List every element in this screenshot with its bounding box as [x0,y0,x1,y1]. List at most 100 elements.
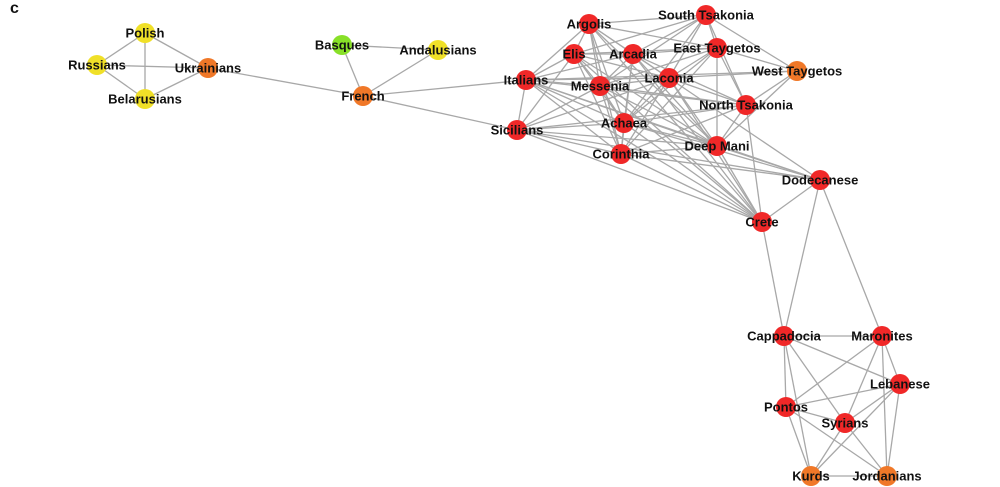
edge-west-taygetos-deep-mani [716,70,798,147]
node-label: Basques [315,38,369,53]
edge-sicilians-corinthia [516,129,622,155]
edge-dodecanese-maronites [819,179,883,337]
edge-cappadocia-pontos [783,335,787,408]
panel-label: c [10,0,19,17]
node-circle [623,44,643,64]
edge-south-tsakonia-west-taygetos [705,14,798,72]
edge-cappadocia-kurds [783,335,812,477]
node-label: Dodecanese [782,173,859,188]
edge-cappadocia-lebanese [783,335,901,385]
node-north-tsakonia: North Tsakonia [699,95,794,115]
node-label: Russians [68,58,126,73]
node-circle [135,89,155,109]
edge-italians-corinthia [525,79,622,155]
edge-south-tsakonia-arcadia [632,14,707,55]
node-circle [198,58,218,78]
node-label: Belarusians [108,92,182,107]
node-laconia: Laconia [644,68,694,88]
edge-south-tsakonia-elis [573,14,707,55]
node-label: Deep Mani [684,139,749,154]
node-kurds: Kurds [792,466,830,486]
edge-argolis-east-taygetos [588,23,718,49]
edge-sicilians-crete [516,129,763,223]
node-label: Arcadia [609,47,657,62]
node-circle [872,326,892,346]
edge-pontos-jordanians [785,406,888,477]
edge-argolis-crete [588,23,763,223]
edge-east-taygetos-west-taygetos [716,47,798,72]
node-circle [579,14,599,34]
edge-laconia-north-tsakonia [668,77,747,106]
node-circle [590,76,610,96]
node-circle [890,374,910,394]
node-circle [774,326,794,346]
node-circle [810,170,830,190]
edge-messenia-corinthia [599,85,622,155]
node-corinthia: Corinthia [592,144,650,164]
node-label: Elis [562,47,585,62]
node-ukrainians: Ukrainians [175,58,241,78]
node-label: Messenia [571,79,630,94]
edge-deep-mani-dodecanese [716,145,821,181]
node-circle [87,55,107,75]
node-circle [696,5,716,25]
edge-sicilians-achaea [516,122,625,131]
edge-pontos-syrians [785,406,846,424]
edge-andalusians-french [362,49,439,97]
node-circle [507,120,527,140]
edge-messenia-crete [599,85,763,223]
node-circle [801,466,821,486]
node-label: Pontos [764,400,808,415]
node-circle [332,35,352,55]
edge-messenia-laconia [599,77,670,87]
edge-achaea-crete [623,122,763,223]
node-circle [835,413,855,433]
node-deep-mani: Deep Mani [684,136,750,156]
edge-ukrainians-belarusians [144,67,209,100]
edge-maronites-jordanians [881,335,888,477]
node-circle [752,212,772,232]
edge-lebanese-syrians [844,383,901,424]
edge-syrians-kurds [810,422,846,477]
node-east-taygetos: East Taygetos [673,38,761,58]
node-italians: Italians [504,70,548,90]
edge-maronites-syrians [844,335,883,424]
node-label: French [341,89,384,104]
edge-arcadia-crete [632,53,763,223]
edge-argolis-achaea [588,23,625,124]
node-circle [614,113,634,133]
edge-east-taygetos-north-tsakonia [716,47,747,106]
edge-pontos-kurds [785,406,812,477]
edge-basques-andalusians [341,44,439,51]
node-label: Crete [745,215,778,230]
node-basques: Basques [315,35,369,55]
node-label: Cappadocia [747,329,821,344]
edge-ukrainians-french [207,67,364,97]
edge-arcadia-north-tsakonia [632,53,747,106]
node-label: Lebanese [870,377,930,392]
node-label: East Taygetos [673,41,760,56]
edge-russians-ukrainians [96,64,209,69]
node-dodecanese: Dodecanese [782,170,859,190]
node-russians: Russians [68,55,126,75]
node-messenia: Messenia [571,76,630,96]
node-label: Argolis [567,17,612,32]
node-label: Maronites [851,329,912,344]
node-belarusians: Belarusians [108,89,182,109]
edge-elis-corinthia [573,53,622,155]
node-circle [516,70,536,90]
edge-sicilians-messenia [516,85,601,131]
node-arcadia: Arcadia [609,44,658,64]
node-circle [787,61,807,81]
edge-west-taygetos-north-tsakonia [745,70,798,106]
edge-crete-cappadocia [761,221,785,337]
node-label: Sicilians [491,123,544,138]
node-lebanese: Lebanese [870,374,930,394]
node-sicilians: Sicilians [491,120,544,140]
node-label: Syrians [822,416,869,431]
node-circle [428,40,448,60]
node-cappadocia: Cappadocia [747,326,822,346]
node-maronites: Maronites [851,326,913,346]
edge-cappadocia-syrians [783,335,846,424]
